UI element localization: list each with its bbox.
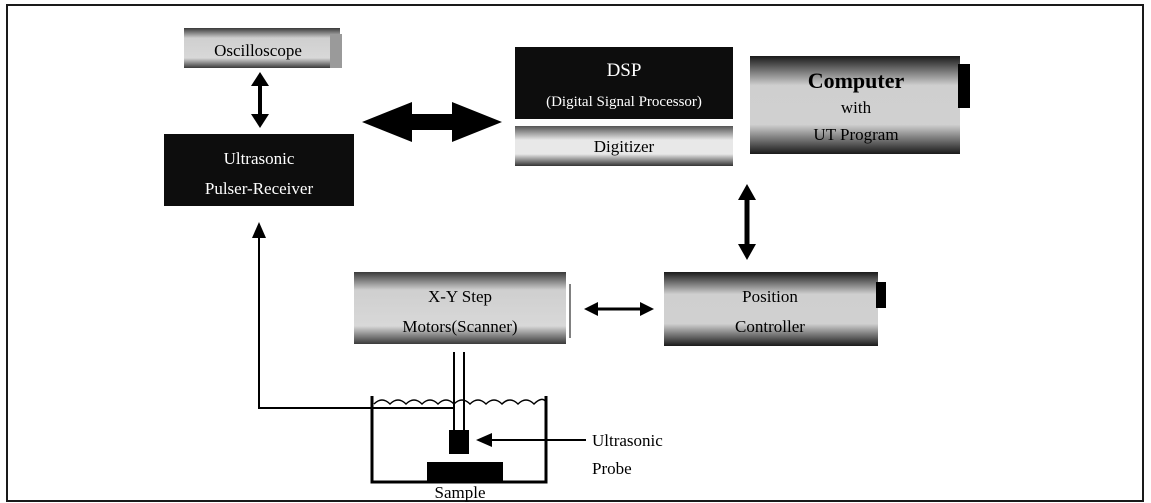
position-controller-label-line1: Position (742, 287, 798, 306)
dsp-label-line1: DSP (607, 60, 642, 81)
pulser-receiver-label-line2: Pulser-Receiver (205, 179, 314, 198)
computer-label-line3: UT Program (813, 125, 898, 144)
probe-label-line1: Ultrasonic (592, 431, 663, 450)
pulser-receiver-label-line1: Ultrasonic (224, 149, 295, 168)
scanner-controller-arrow (584, 302, 654, 316)
scanner-label-line2: Motors(Scanner) (402, 317, 517, 336)
pulser-dsp-arrow (362, 102, 502, 142)
probe-pointer-arrow (476, 433, 586, 447)
digitizer-label: Digitizer (594, 137, 655, 156)
sample-label: Sample (435, 483, 486, 502)
sample-block (427, 462, 503, 482)
ultrasonic-probe (449, 430, 469, 454)
scanner-label-line1: X-Y Step (428, 287, 492, 306)
position-controller-label-line2: Controller (735, 317, 805, 336)
oscilloscope-pulser-arrow (251, 72, 269, 128)
dsp-box: DSP (Digital Signal Processor) (515, 47, 733, 119)
dsp-label-line2: (Digital Signal Processor) (546, 94, 702, 110)
probe-label-line2: Probe (592, 459, 632, 478)
computer-label-line1: Computer (808, 68, 905, 93)
computer-box: Computer with UT Program (750, 56, 970, 154)
computer-label-line2: with (841, 98, 872, 117)
pulser-receiver-box: Ultrasonic Pulser-Receiver (164, 134, 354, 206)
oscilloscope-label: Oscilloscope (214, 41, 302, 60)
probe-rods (453, 352, 465, 432)
scanner-box: X-Y Step Motors(Scanner) (354, 272, 571, 344)
digitizer-box: Digitizer (515, 126, 733, 166)
computer-controller-arrow (738, 184, 756, 260)
position-controller-box: Position Controller (664, 272, 886, 346)
oscilloscope-box: Oscilloscope (184, 28, 342, 68)
probe-pulser-signal-line (252, 222, 454, 409)
